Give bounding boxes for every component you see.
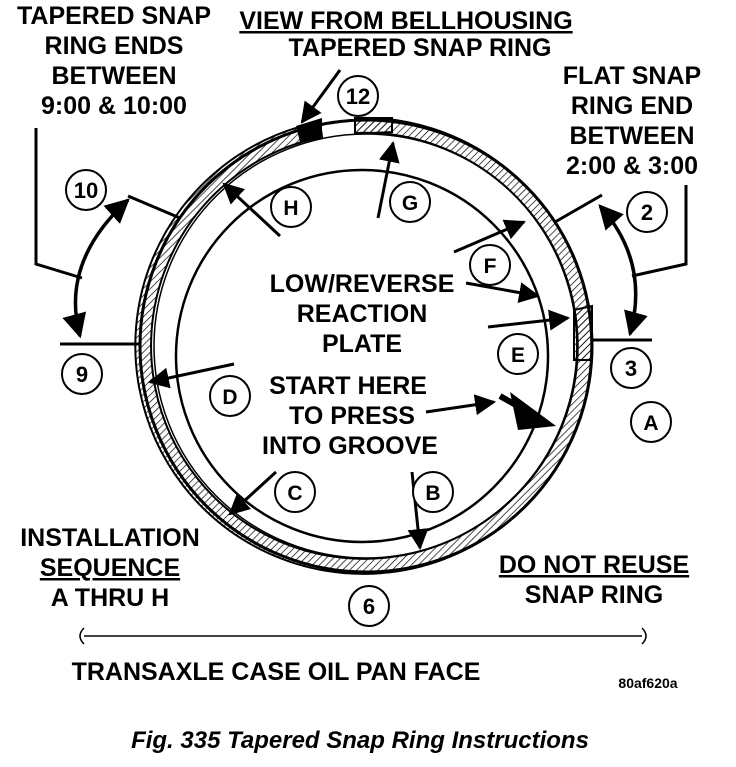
svg-text:SEQUENCE: SEQUENCE xyxy=(40,554,180,582)
figure-code: 80af620a xyxy=(618,675,677,691)
svg-text:INTO GROOVE: INTO GROOVE xyxy=(262,432,438,460)
svg-text:2:00 & 3:00: 2:00 & 3:00 xyxy=(566,152,698,180)
seq-letter-h: H xyxy=(270,186,312,228)
flat-end-callout: FLAT SNAP RING END BETWEEN 2:00 & 3:00 xyxy=(563,62,701,180)
svg-text:9:00 & 10:00: 9:00 & 10:00 xyxy=(41,92,187,120)
svg-text:RING END: RING END xyxy=(571,92,693,120)
svg-text:BETWEEN: BETWEEN xyxy=(570,122,695,150)
do-not-reuse-callout: DO NOT REUSE SNAP RING xyxy=(499,551,689,609)
arrow-tapered-ring xyxy=(300,69,342,124)
snap-ring-end-left xyxy=(296,118,322,142)
svg-text:TO PRESS: TO PRESS xyxy=(289,402,415,430)
svg-text:2: 2 xyxy=(641,200,653,225)
seq-letter-e: E xyxy=(497,333,539,375)
arrow-plate-2 xyxy=(487,309,571,331)
arrow-f xyxy=(453,219,526,254)
tapered-ends-callout: TAPERED SNAP RING ENDS BETWEEN 9:00 & 10… xyxy=(17,2,211,120)
clock-9: 9 xyxy=(61,353,103,395)
seq-letter-g: G xyxy=(389,181,431,223)
seq-letter-a: A xyxy=(630,401,672,443)
svg-text:DO NOT REUSE: DO NOT REUSE xyxy=(499,551,689,579)
installation-callout: INSTALLATION SEQUENCE A THRU H xyxy=(20,524,200,612)
arrow-c xyxy=(228,470,278,516)
svg-text:A: A xyxy=(643,412,658,435)
view-title: VIEW FROM BELLHOUSING TAPERED SNAP RING xyxy=(239,7,572,62)
svg-text:G: G xyxy=(402,192,418,215)
clock-6: 6 xyxy=(348,585,390,627)
svg-text:BETWEEN: BETWEEN xyxy=(52,62,177,90)
svg-text:REACTION: REACTION xyxy=(297,300,428,328)
oil-pan-face-right-end xyxy=(641,627,647,645)
svg-text:START HERE: START HERE xyxy=(269,372,427,400)
svg-text:10: 10 xyxy=(74,178,98,203)
oil-pan-face-label: TRANSAXLE CASE OIL PAN FACE xyxy=(72,658,481,686)
arrow-g xyxy=(376,140,400,219)
svg-text:A THRU H: A THRU H xyxy=(51,584,170,612)
reaction-plate-callout: LOW/REVERSE REACTION PLATE xyxy=(270,270,455,358)
start-here-callout: START HERE TO PRESS INTO GROOVE xyxy=(262,372,438,460)
svg-text:6: 6 xyxy=(363,594,375,619)
svg-text:3: 3 xyxy=(625,356,637,381)
svg-text:9: 9 xyxy=(76,362,88,387)
clock-3: 3 xyxy=(610,347,652,389)
figure-caption: Fig. 335 Tapered Snap Ring Instructions xyxy=(131,727,589,754)
range-arrow-2-to-3 xyxy=(598,204,648,337)
tick-2-oclock xyxy=(554,193,603,224)
seq-letter-d: D xyxy=(209,375,251,417)
arrow-h xyxy=(222,182,282,238)
svg-text:TAPERED SNAP: TAPERED SNAP xyxy=(17,2,211,30)
oil-pan-face-left-end xyxy=(79,627,85,645)
svg-text:B: B xyxy=(425,482,440,505)
tick-10-oclock xyxy=(127,194,181,220)
arrow-plate-1 xyxy=(465,281,541,303)
clock-12: 12 xyxy=(337,75,379,117)
svg-text:D: D xyxy=(222,386,237,409)
svg-text:12: 12 xyxy=(346,84,370,109)
arrow-a-head xyxy=(510,392,556,430)
clock-10: 10 xyxy=(65,169,107,211)
svg-text:C: C xyxy=(287,482,302,505)
seq-letter-f: F xyxy=(469,244,511,286)
svg-text:H: H xyxy=(283,197,298,220)
svg-text:SNAP RING: SNAP RING xyxy=(525,581,663,609)
svg-text:F: F xyxy=(484,255,497,278)
svg-text:RING ENDS: RING ENDS xyxy=(45,32,184,60)
svg-text:INSTALLATION: INSTALLATION xyxy=(20,524,200,552)
seq-letter-c: C xyxy=(274,471,316,513)
svg-text:TAPERED SNAP RING: TAPERED SNAP RING xyxy=(288,34,551,62)
arrow-d xyxy=(147,362,235,389)
clock-2: 2 xyxy=(626,191,668,233)
range-arrow-9-to-10 xyxy=(62,198,130,339)
snap-ring-end-right xyxy=(354,117,393,136)
svg-text:E: E xyxy=(511,344,525,367)
svg-text:VIEW FROM BELLHOUSING: VIEW FROM BELLHOUSING xyxy=(239,7,572,35)
reaction-plate-circle xyxy=(174,168,550,544)
svg-text:PLATE: PLATE xyxy=(322,330,402,358)
svg-text:FLAT SNAP: FLAT SNAP xyxy=(563,62,701,90)
seq-letter-b: B xyxy=(412,471,454,513)
arrow-start-here xyxy=(425,394,497,416)
reaction-plate-tab xyxy=(573,304,593,361)
flat-end-leader xyxy=(631,185,688,278)
svg-text:LOW/REVERSE: LOW/REVERSE xyxy=(270,270,455,298)
